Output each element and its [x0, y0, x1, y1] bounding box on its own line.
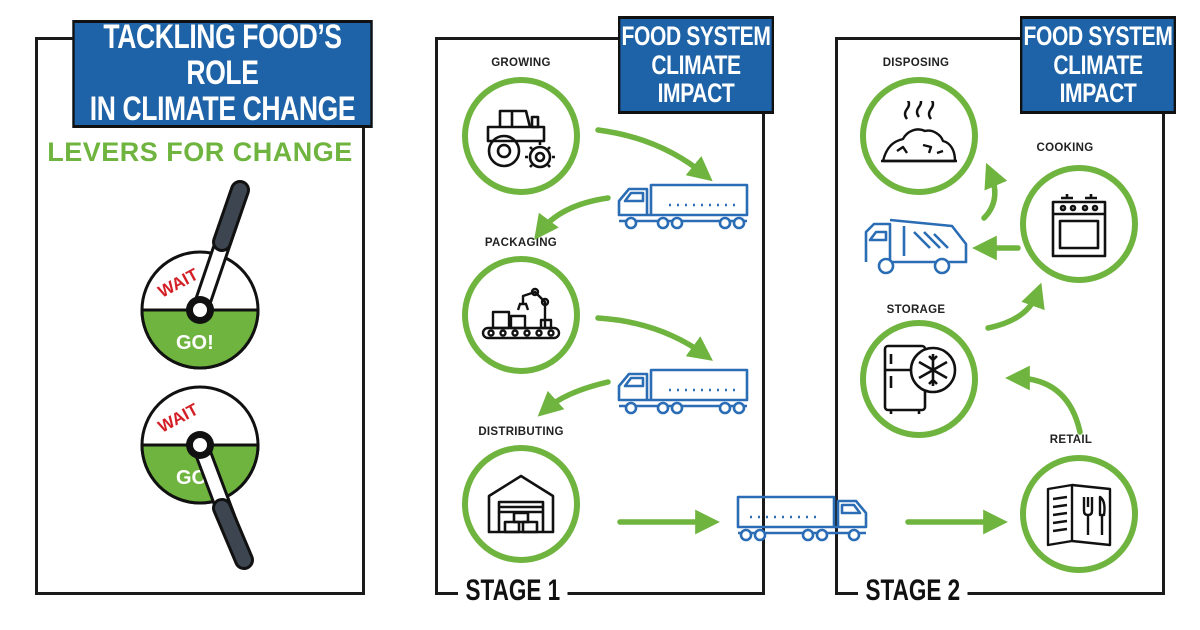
garbage-truck-icon	[864, 218, 968, 275]
step-label-distributing: DISTRIBUTING	[478, 426, 564, 438]
step-label-packaging: PACKAGING	[484, 237, 558, 249]
impact-2-line1: FOOD SYSTEM	[1023, 21, 1173, 52]
step-storage	[860, 320, 978, 438]
main-title-line2: IN CLIMATE CHANGE	[89, 89, 356, 128]
impact-box-stage-1: FOOD SYSTEM CLIMATE IMPACT	[618, 16, 774, 114]
menu-icon	[1046, 483, 1112, 547]
arrow-storage-to-cooking	[985, 282, 1045, 331]
arrow-garbage-truck-to-disposing	[981, 162, 1008, 221]
truck-icon-2	[617, 368, 749, 415]
main-title-line1: TACKLING FOOD’S ROLE	[103, 18, 342, 93]
levers-label: LEVERS FOR CHANGE	[47, 137, 353, 167]
truck-icon-1	[617, 183, 749, 230]
warehouse-icon	[487, 474, 555, 534]
step-label-retail: RETAIL	[1049, 434, 1093, 446]
step-packaging	[462, 256, 580, 374]
step-label-cooking: COOKING	[1036, 142, 1094, 154]
step-distributing	[462, 445, 580, 563]
impact-1-line2: CLIMATE IMPACT	[651, 49, 741, 109]
arrow-growing-to-truck	[595, 127, 713, 182]
main-title: TACKLING FOOD’S ROLE IN CLIMATE CHANGE	[72, 18, 373, 128]
stage-1-label: STAGE 1	[458, 574, 568, 608]
step-growing	[462, 77, 580, 195]
arrow-packaging-to-truck	[595, 315, 713, 361]
conveyor-robot-arm-icon	[481, 287, 561, 340]
lever-top: WAIT GO!	[140, 180, 260, 370]
step-retail	[1020, 455, 1138, 573]
arrow-truck-to-packaging	[534, 195, 611, 240]
step-label-growing: GROWING	[491, 57, 551, 69]
stage-2-label: STAGE 2	[858, 574, 968, 608]
impact-box-stage-2: FOOD SYSTEM CLIMATE IMPACT	[1020, 16, 1176, 114]
stove-icon	[1051, 194, 1107, 258]
lever-top-go: GO!	[176, 332, 214, 354]
step-cooking	[1020, 165, 1138, 283]
step-disposing	[860, 77, 978, 195]
arrow-truck-to-distributing	[537, 379, 611, 417]
landfill-icon	[881, 101, 957, 163]
step-label-disposing: DISPOSING	[882, 57, 950, 69]
impact-2-line2: CLIMATE IMPACT	[1053, 49, 1143, 109]
lever-bottom: WAIT GO!	[140, 385, 260, 570]
fridge-freezer-icon	[883, 344, 957, 414]
impact-1-line1: FOOD SYSTEM	[621, 21, 771, 52]
tractor-icon	[486, 109, 555, 169]
truck-icon-3	[736, 495, 868, 542]
step-label-storage: STORAGE	[886, 304, 946, 316]
arrow-retail-to-storage	[1005, 365, 1083, 435]
